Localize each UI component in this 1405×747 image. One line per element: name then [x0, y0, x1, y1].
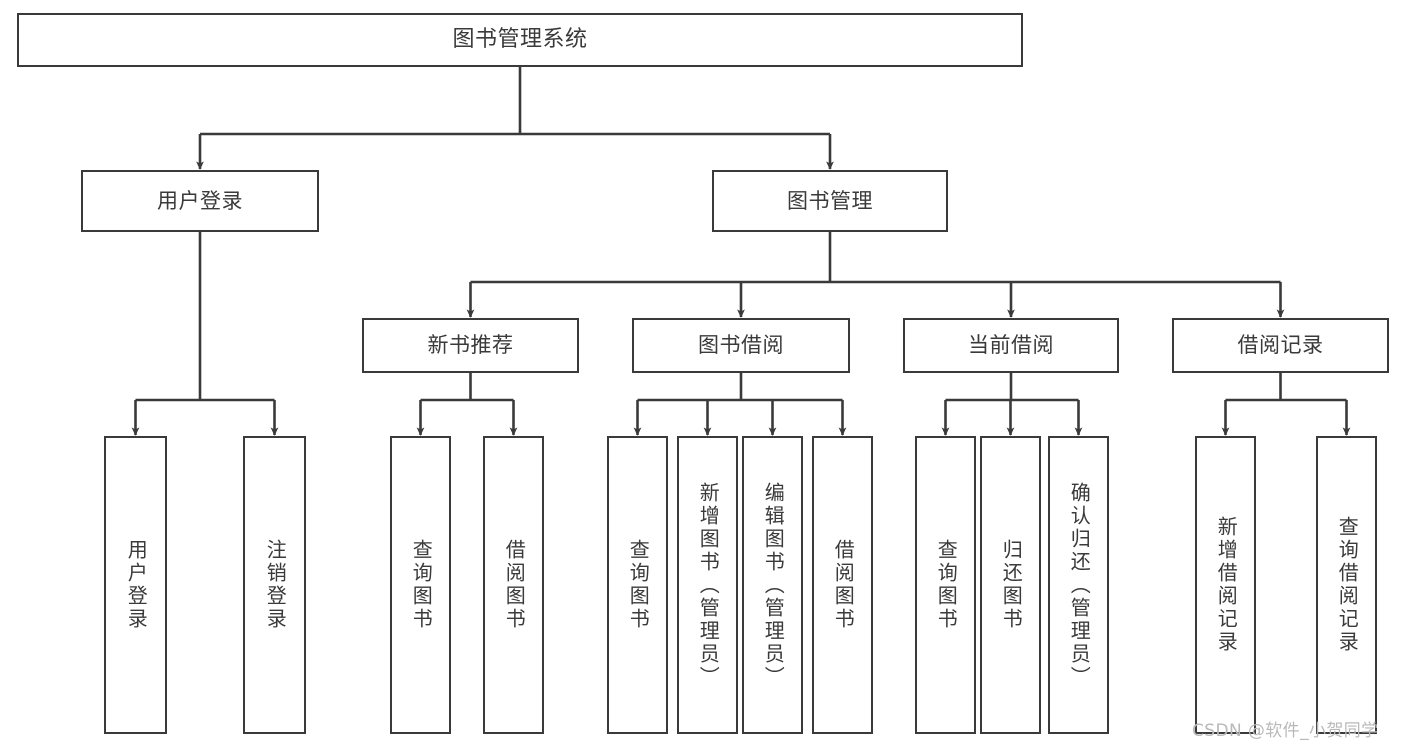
node-label: 新增图书（管理员） — [696, 481, 721, 689]
node-leaf-cur-confirm[interactable]: 确认归还（管理员） — [1048, 436, 1109, 734]
node-leaf-nb-borrow[interactable]: 借阅图书 — [483, 436, 544, 734]
node-login[interactable]: 用户登录 — [81, 170, 319, 232]
node-leaf-bk-query[interactable]: 查询图书 — [607, 436, 668, 734]
node-leaf-cur-return[interactable]: 归还图书 — [980, 436, 1041, 734]
node-leaf-user-logout[interactable]: 注销登录 — [243, 436, 306, 734]
node-label: 图书管理系统 — [452, 27, 588, 53]
node-label: 查询图书 — [934, 539, 959, 631]
node-label: 查询借阅记录 — [1335, 516, 1360, 654]
node-label: 编辑图书（管理员） — [761, 481, 786, 689]
node-records[interactable]: 借阅记录 — [1172, 318, 1389, 373]
node-label: 用户登录 — [124, 539, 149, 631]
node-label: 查询图书 — [626, 539, 651, 631]
node-leaf-nb-query[interactable]: 查询图书 — [390, 436, 451, 734]
node-leaf-cur-query[interactable]: 查询图书 — [915, 436, 976, 734]
node-leaf-rec-add[interactable]: 新增借阅记录 — [1195, 436, 1256, 734]
node-newbook[interactable]: 新书推荐 — [362, 318, 579, 373]
node-borrow[interactable]: 图书借阅 — [632, 318, 850, 373]
node-leaf-bk-edit[interactable]: 编辑图书（管理员） — [742, 436, 803, 734]
node-label: 查询图书 — [409, 539, 434, 631]
node-leaf-bk-borrow[interactable]: 借阅图书 — [812, 436, 873, 734]
node-label: 注销登录 — [263, 539, 288, 631]
node-label: 图书借阅 — [698, 333, 784, 358]
node-label: 图书管理 — [787, 188, 873, 213]
node-leaf-rec-query[interactable]: 查询借阅记录 — [1316, 436, 1377, 734]
node-label: 归还图书 — [999, 539, 1024, 631]
node-label: 借阅图书 — [831, 539, 856, 631]
node-label: 新书推荐 — [427, 333, 514, 358]
node-leaf-bk-add[interactable]: 新增图书（管理员） — [677, 436, 738, 734]
node-label: 当前借阅 — [968, 333, 1054, 358]
node-bookmgmt[interactable]: 图书管理 — [712, 170, 948, 232]
node-label: 借阅图书 — [502, 539, 527, 631]
node-label: 新增借阅记录 — [1214, 516, 1239, 654]
node-label: 借阅记录 — [1237, 333, 1324, 358]
node-root[interactable]: 图书管理系统 — [17, 13, 1023, 67]
node-leaf-user-login[interactable]: 用户登录 — [104, 436, 167, 734]
csdn-watermark: CSDN @软件_小贺同学 — [1192, 721, 1379, 741]
node-current[interactable]: 当前借阅 — [903, 318, 1119, 373]
node-label: 用户登录 — [157, 188, 243, 213]
node-label: 确认归还（管理员） — [1067, 481, 1092, 689]
